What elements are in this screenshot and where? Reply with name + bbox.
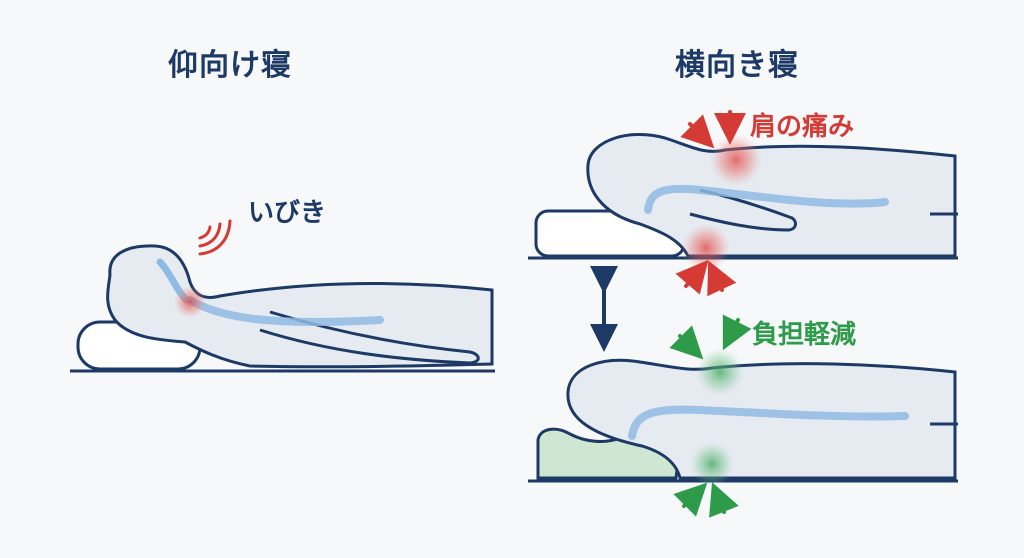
snore-throat-glow <box>174 286 206 318</box>
supine-title: 仰向け寝 <box>168 48 292 83</box>
side-standard-figure <box>528 133 958 272</box>
supine-body <box>106 244 494 369</box>
relief-glow-bottom <box>690 442 734 486</box>
side-top-arm <box>689 188 797 232</box>
shoulder-pain-glow-top <box>710 134 762 186</box>
shoulder-pain-glow-bottom <box>682 224 730 272</box>
sound-waves-icon <box>198 219 232 256</box>
snoring-label: いびき <box>248 198 327 228</box>
relief-arrow-icon <box>669 314 752 518</box>
side-bottom-body <box>566 358 957 480</box>
side-title: 横向き寝 <box>675 48 799 83</box>
supine-arm <box>259 310 480 365</box>
shoulder-pain-label: 肩の痛み <box>750 112 855 142</box>
pressure-arrow-icon <box>675 110 746 297</box>
side-top-spine <box>644 184 889 214</box>
side-contour-figure <box>528 348 958 486</box>
relief-glow-top <box>696 348 744 396</box>
side-bottom-spine <box>628 405 909 440</box>
supine-figure <box>70 244 495 373</box>
burden-reduced-label: 負担軽減 <box>752 320 857 350</box>
